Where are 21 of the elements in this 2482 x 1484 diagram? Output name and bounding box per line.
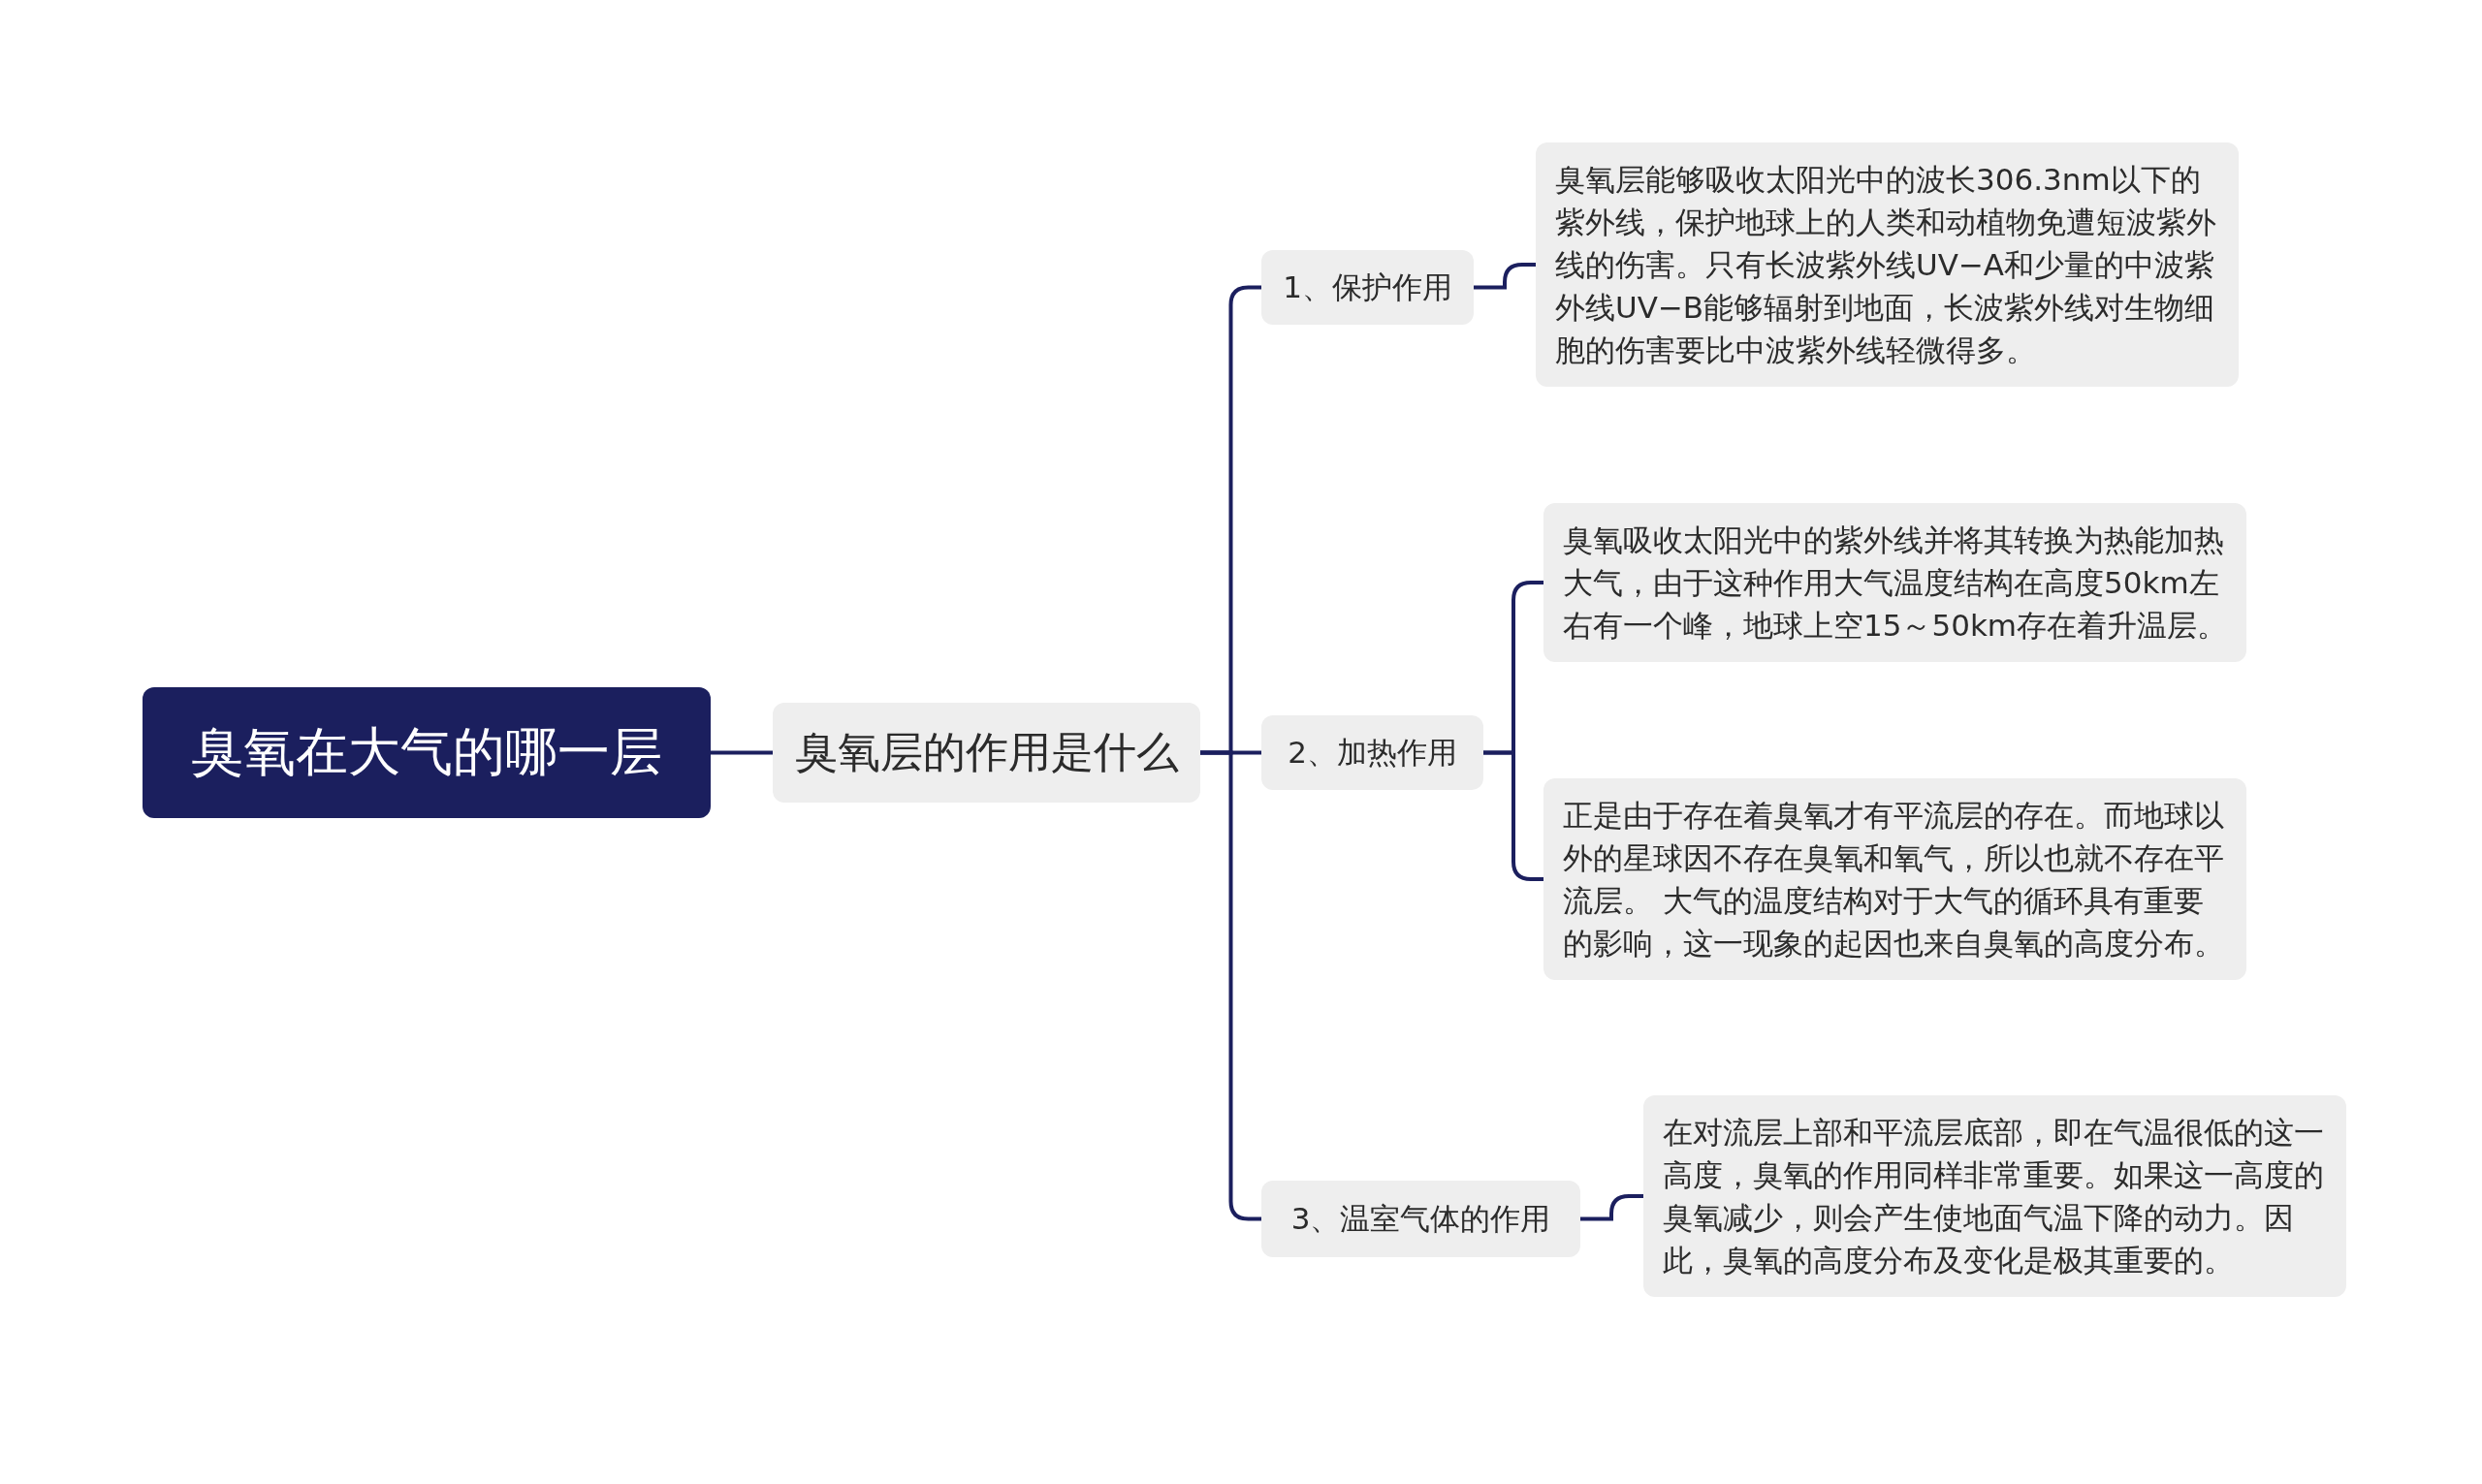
branch-topic-box <box>1261 1181 1580 1257</box>
note-box <box>1643 1095 2346 1297</box>
note-box <box>1543 778 2246 980</box>
connector-line <box>1580 1194 1643 1221</box>
branch-topic-box <box>1261 250 1474 325</box>
node-text: 正是由于存在着臭氧才有平流层的存在。而地球以外的星球因不存在臭氧和氧气，所以也就不存在平流层。 大气的温度结构对于大气的循环具有重要的影响，这一现象的起因也来自臭氧的高度分布。 <box>1563 797 2225 963</box>
connector-line <box>1474 263 1536 290</box>
connector-line <box>711 750 773 755</box>
note-box <box>1543 503 2246 662</box>
node-text: 1、保护作用 <box>1283 268 1452 306</box>
node-text: 3、温室气体的作用 <box>1290 1199 1551 1238</box>
node-text: 在对流层上部和平流层底部，即在气温很低的这一高度，臭氧的作用同样非常重要。如果这一高度的臭氧减少，则会产生使地面气温下降的动力。因此，臭氧的高度分布及变化是极其重要的。 <box>1663 1114 2325 1279</box>
node-text: 臭氧层的作用是什么 <box>794 726 1179 778</box>
subtopic-box <box>773 703 1200 803</box>
branch-topic-box <box>1261 715 1483 790</box>
note-box <box>1536 142 2239 387</box>
node-text: 2、加热作用 <box>1288 733 1457 772</box>
node-text: 臭氧吸收太阳光中的紫外线并将其转换为热能加热大气，由于这种作用大气温度结构在高度50km左右有一个峰，地球上空15～50km存在着升温层。 <box>1563 521 2229 645</box>
node-text: 臭氧层能够吸收太阳光中的波长306.3nm以下的紫外线，保护地球上的人类和动植物免遭短波紫外线的伤害。只有长波紫外线UV−A和少量的中波紫外线UV−B能够辐射到地面，长波紫外线对生物细胞的伤害要比中波紫外线轻微得多。 <box>1555 161 2217 369</box>
root-topic-box <box>143 687 711 818</box>
node-text: 臭氧在大气的哪一层 <box>191 720 662 784</box>
